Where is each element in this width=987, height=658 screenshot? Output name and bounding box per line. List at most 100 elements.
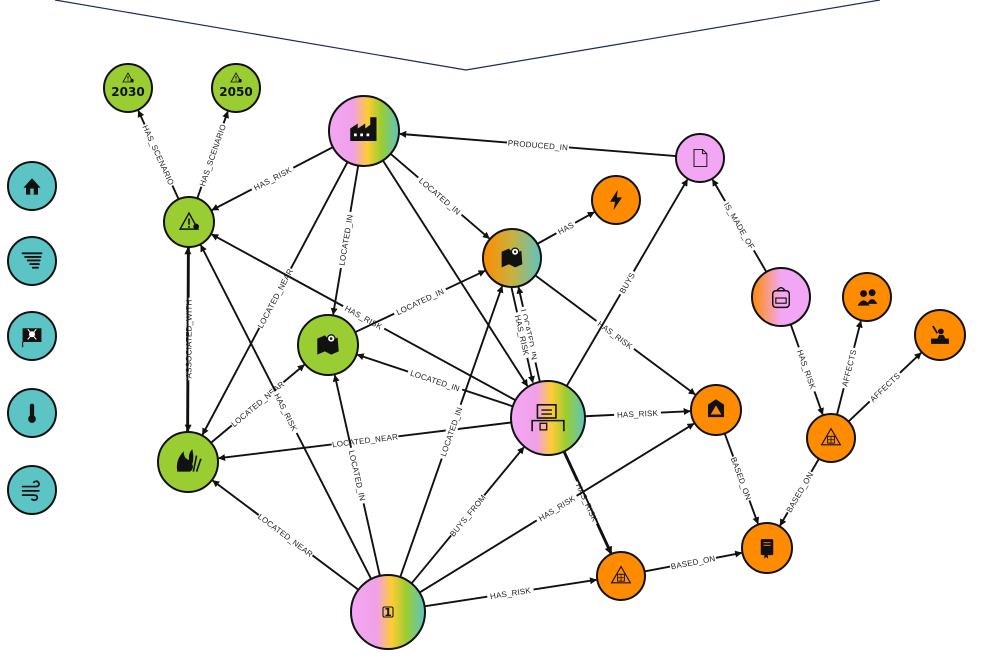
edge-label: BUYS (615, 268, 639, 297)
warning-euro-icon (178, 211, 200, 230)
edge-label: HAS_RISK (249, 162, 296, 195)
edge-label-text: AFFECTS (840, 349, 858, 388)
edge-label: HAS_RISK (613, 407, 662, 421)
edge-label: HAS_RISK (572, 478, 602, 526)
edge-supplier-r1: HAS_RISK (584, 407, 691, 421)
node-circle[interactable] (842, 272, 892, 322)
backpack-icon (771, 286, 791, 309)
node-r1[interactable] (690, 384, 742, 436)
edge-label: HAS_RISK (486, 584, 535, 603)
edge-label-text: BASED_ON (785, 471, 816, 515)
edge-r2-worker: AFFECTS (847, 352, 922, 423)
map-pin-region-icon (317, 334, 339, 355)
legend-item-wind[interactable] (7, 465, 57, 515)
edge-label: HAS_SCENARIO (196, 121, 229, 189)
node-book[interactable] (741, 522, 793, 574)
edge-factory-risk: HAS_RISK (211, 146, 334, 211)
edge-backpack-r2: HAS_RISK (789, 324, 824, 416)
legend (7, 161, 57, 515)
node-label: 2050 (219, 85, 252, 99)
edge-label-text: HAS_RISK (617, 409, 659, 420)
node-factory[interactable] (328, 95, 400, 167)
node-label: 2030 (111, 85, 144, 99)
node-people[interactable] (842, 272, 892, 322)
node-doc[interactable] (675, 133, 725, 183)
legend-item-flood[interactable] (7, 161, 57, 211)
legend-item-heat[interactable] (7, 388, 57, 438)
node-circle[interactable] (103, 63, 153, 113)
node-region[interactable] (482, 228, 542, 288)
node-wildfire[interactable] (157, 431, 219, 493)
edge-label-text: IS_MADE_OF (722, 201, 756, 251)
tornado-icon (21, 252, 43, 269)
edge-label-text: LOCATED_NEAR (256, 512, 314, 559)
edge-r2-book: BASED_ON (779, 458, 820, 527)
node-worker[interactable] (914, 309, 966, 361)
edge-label-text: AFFECTS (868, 371, 902, 404)
node-s2050[interactable]: 2050 (211, 63, 261, 113)
node-circle[interactable] (675, 133, 725, 183)
edge-company-wildfire: LOCATED_NEAR (212, 479, 359, 591)
edge-label: AFFECTS (838, 346, 860, 390)
warning-small-icon (122, 72, 134, 83)
people-icon (857, 289, 878, 306)
edge-label: HAS_RISK (593, 316, 638, 354)
edge-label-text: BUYS_FROM (448, 493, 488, 539)
pirate-flag-icon (21, 328, 42, 348)
edge-label: LOCATED_IN (406, 366, 464, 395)
node-company[interactable]: 1 (350, 574, 426, 650)
edge-r2-people: AFFECTS (836, 320, 863, 415)
edge-label: BASED_ON (728, 454, 755, 503)
node-s2030[interactable]: 2030 (103, 63, 153, 113)
edge-label: LOCATED_IN (414, 173, 466, 219)
edge-label-text: LOCATED_IN (337, 214, 354, 266)
edge-label: HAS_RISK (793, 345, 820, 394)
legend-item-storm[interactable] (7, 236, 57, 286)
edge-r3-book: BASED_ON (644, 550, 743, 573)
edge-label: HAS_RISK (270, 388, 302, 436)
edge-label-text: HAS_SCENARIO (198, 123, 228, 187)
book-icon (760, 539, 774, 559)
node-circle[interactable] (350, 574, 426, 650)
node-risk[interactable] (163, 196, 215, 248)
edge-label: LOCATED_IN (335, 210, 356, 269)
node-area[interactable] (297, 314, 359, 376)
edge-label: LOCATED_IN (391, 284, 449, 319)
node-circle[interactable] (751, 267, 811, 327)
edge-company-area: LOCATED_IN (332, 374, 381, 577)
node-r2[interactable] (806, 413, 856, 463)
edge-label-text: HAS_RISK (537, 494, 577, 523)
edge-label: HAS_SCENARIO (139, 122, 178, 188)
house-flood-icon (23, 178, 41, 195)
edge-label-text: HAS_RISK (272, 392, 299, 433)
node-backpack[interactable] (751, 267, 811, 327)
edge-label: HAS_RISK (533, 491, 580, 526)
edge-label-text: HAS_SCENARIO (140, 124, 175, 187)
legend-item-piracy[interactable] (7, 311, 57, 361)
edge-label: BASED_ON (669, 552, 718, 572)
edge-label: PRODUCED_IN (506, 137, 570, 153)
edge-label: LOCATED_NEAR (255, 510, 316, 560)
company-one-icon (382, 606, 394, 618)
edge-risk-wildfire: ASSOCIATED_WITH (182, 246, 195, 432)
wind-icon (21, 480, 40, 501)
edge-supplier-r3 (563, 450, 613, 554)
edge-label: LOCATED_IN (345, 446, 369, 505)
edge-label-text: LOCATED_IN (417, 176, 462, 216)
node-circle[interactable] (211, 63, 261, 113)
edge-risk-s2050: HAS_SCENARIO (196, 110, 229, 199)
worker-icon (931, 325, 949, 344)
map-location-icon (501, 247, 523, 268)
nodes-layer: 2030 2050 1 (103, 63, 966, 650)
edge-label: AFFECTS (865, 368, 904, 406)
edge-label-text: LOCATED_IN (347, 450, 367, 502)
supplier-computer-icon (531, 403, 565, 432)
node-energy[interactable] (591, 175, 641, 225)
edge-label: BASED_ON (782, 469, 817, 516)
thermometer-icon (28, 403, 36, 423)
wildfire-icon (176, 449, 202, 472)
edge-label: LOCATED_NEAR (254, 266, 296, 331)
node-supplier[interactable] (510, 380, 586, 456)
edge-wildfire-risk (184, 247, 192, 433)
node-r3[interactable] (596, 551, 646, 601)
